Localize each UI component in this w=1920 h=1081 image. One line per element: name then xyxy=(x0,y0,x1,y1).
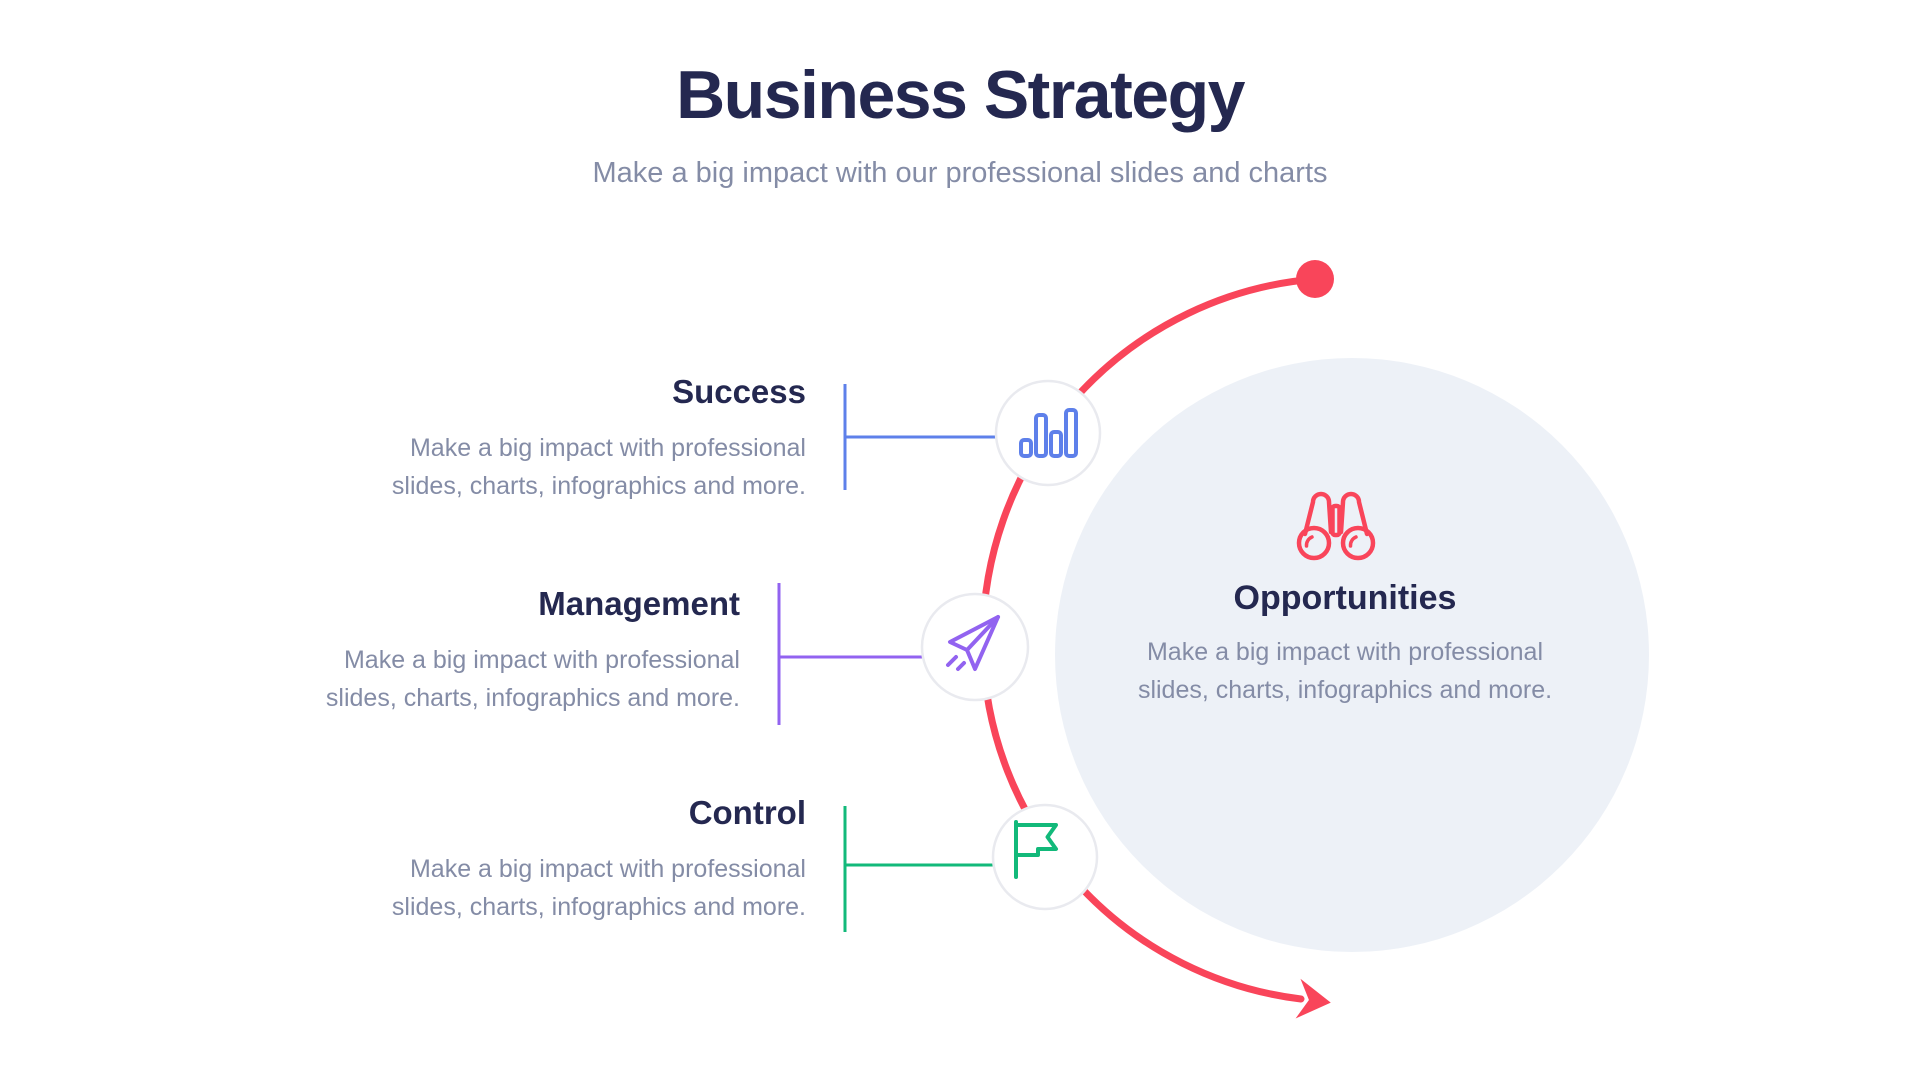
section-description-management: Make a big impact with professional slid… xyxy=(326,641,740,717)
binoculars-left-lens xyxy=(1296,525,1332,561)
control-icon-circle xyxy=(991,803,1099,911)
connector-management xyxy=(777,583,924,725)
binoculars-left-cone xyxy=(1302,491,1334,537)
binoculars-bridge xyxy=(1330,503,1342,538)
section-control: Control Make a big impact with professio… xyxy=(392,794,806,926)
connector-control-lines xyxy=(843,806,993,932)
connector-success-lines xyxy=(843,384,996,490)
description-line: slides, charts, infographics and more. xyxy=(1137,676,1553,704)
opportunities-background-circle xyxy=(1055,358,1649,952)
page-subtitle: Make a big impact with our professional … xyxy=(592,157,1328,189)
section-title-control: Control xyxy=(688,794,806,831)
description-line: slides, charts, infographics and more. xyxy=(325,684,740,712)
binoculars-right-glint xyxy=(1348,535,1358,548)
bar-4 xyxy=(1064,408,1078,458)
binoculars-icon xyxy=(1296,491,1376,561)
bar-1 xyxy=(1019,438,1033,458)
bar-3 xyxy=(1049,430,1063,458)
description-line: slides, charts, infographics and more. xyxy=(391,472,806,500)
section-title-opportunities: Opportunities xyxy=(1233,579,1457,617)
binoculars-right-cone xyxy=(1338,491,1370,537)
flag-icon xyxy=(1014,820,1058,879)
bar-chart-icon xyxy=(1019,408,1078,458)
bar-2 xyxy=(1034,413,1048,458)
connector-success xyxy=(843,384,996,490)
paper-plane-icon xyxy=(946,615,1000,671)
speed-dash-1 xyxy=(946,655,958,667)
description-line: Make a big impact with professional xyxy=(409,434,806,462)
section-opportunities: Opportunities Make a big impact with pro… xyxy=(1075,578,1615,709)
arc-arrowhead-icon xyxy=(1295,978,1331,1019)
connector-control xyxy=(843,806,993,932)
page-title: Business Strategy xyxy=(676,57,1245,133)
binoculars-right-lens xyxy=(1340,525,1376,561)
description-line: Make a big impact with professional xyxy=(1146,638,1544,666)
connector-management-lines xyxy=(777,583,924,725)
section-description-success: Make a big impact with professional slid… xyxy=(392,429,806,505)
arc-start-dot xyxy=(1296,260,1334,298)
speed-dash-2 xyxy=(956,661,966,671)
section-title-management: Management xyxy=(538,585,740,622)
plane-fold xyxy=(965,615,1000,652)
management-icon-circle xyxy=(920,592,1030,702)
section-management: Management Make a big impact with profes… xyxy=(326,585,740,717)
flag-banner xyxy=(1014,823,1058,857)
description-line: slides, charts, infographics and more. xyxy=(391,893,806,921)
section-success: Success Make a big impact with professio… xyxy=(392,373,806,505)
description-line: Make a big impact with professional xyxy=(409,855,806,883)
section-description-opportunities: Make a big impact with professional slid… xyxy=(1075,633,1615,709)
binoculars-left-glint xyxy=(1304,535,1314,548)
description-line: Make a big impact with professional xyxy=(343,646,740,674)
section-description-control: Make a big impact with professional slid… xyxy=(392,850,806,926)
section-title-success: Success xyxy=(672,373,806,410)
